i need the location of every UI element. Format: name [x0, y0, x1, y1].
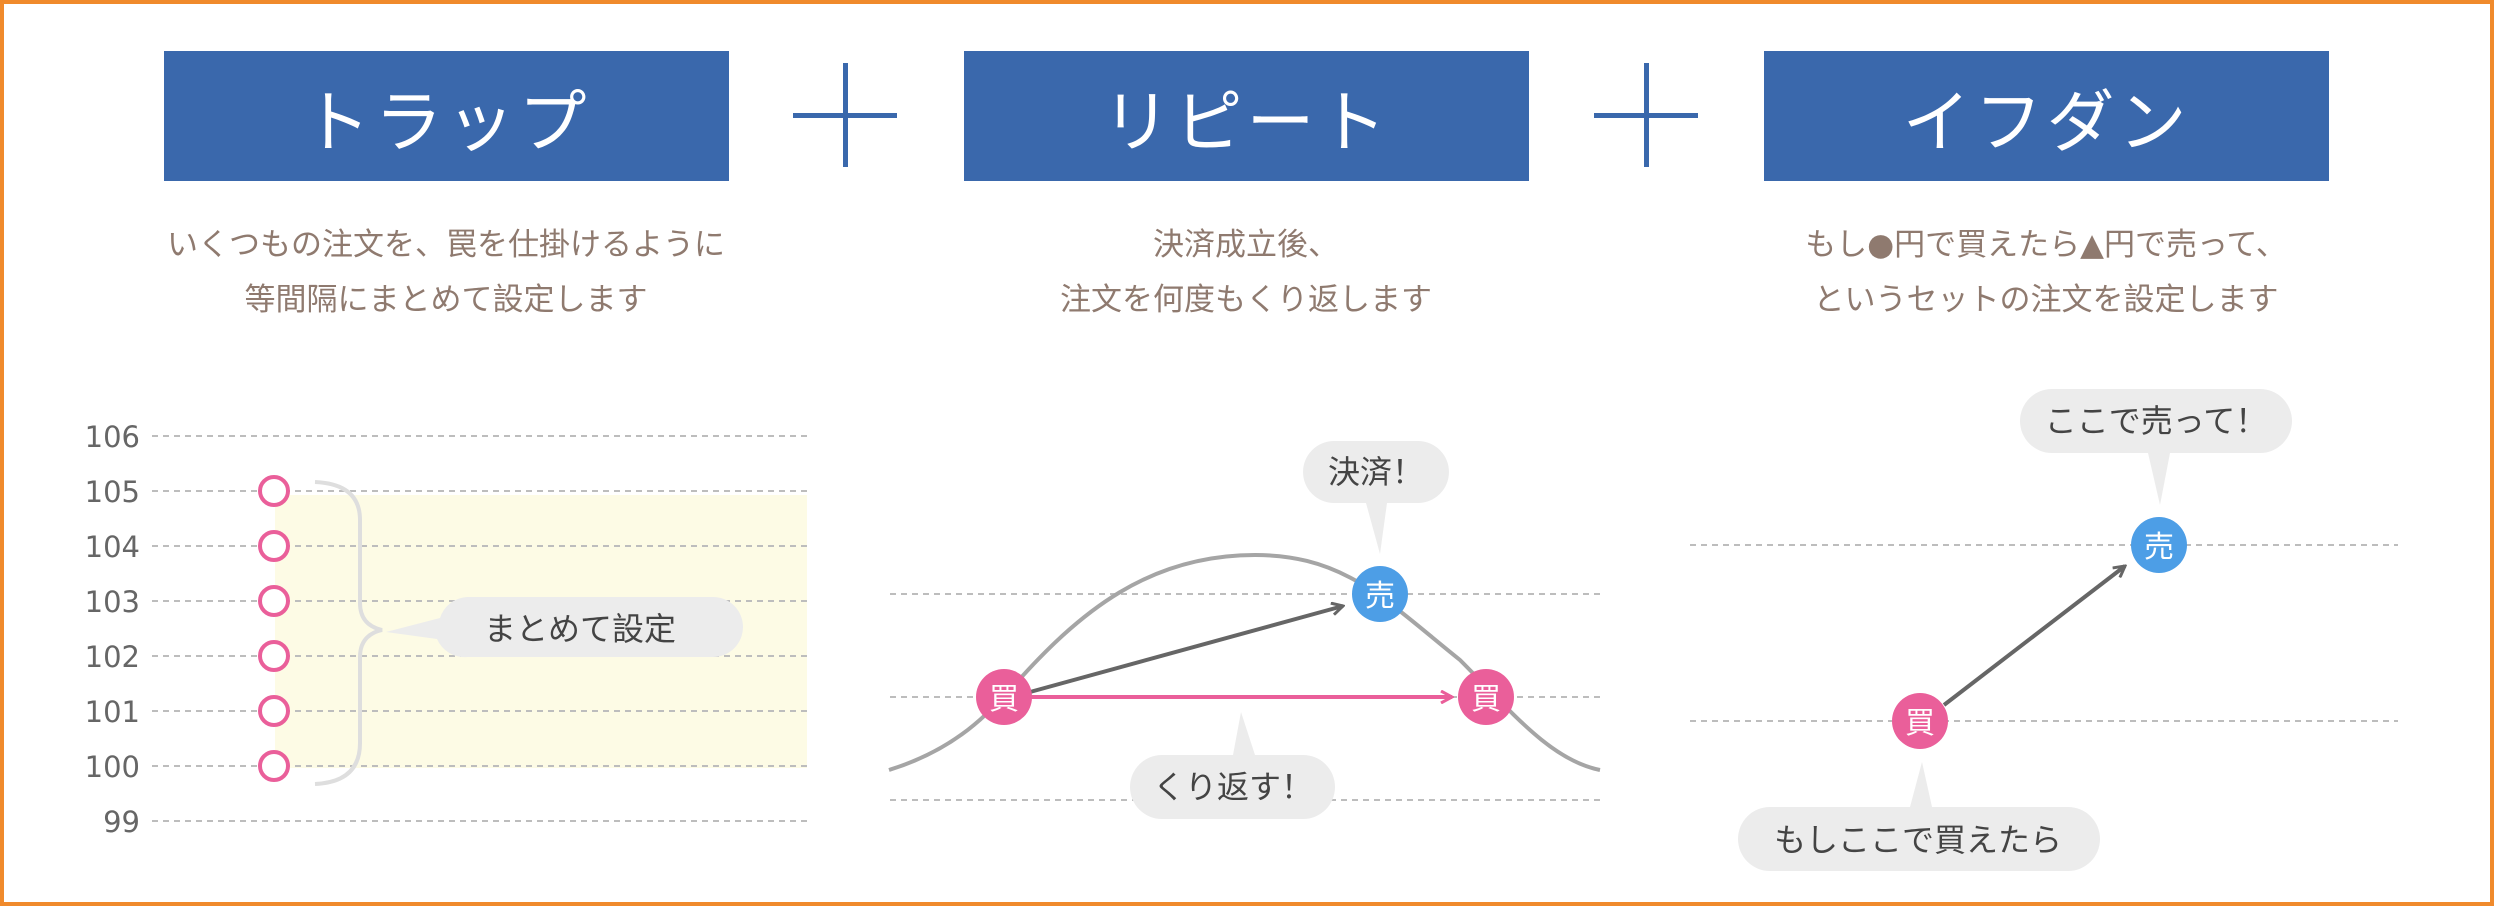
trap-price-label: 100	[85, 750, 140, 784]
trap-order-marker	[258, 695, 290, 727]
trap-description: いくつもの注文を、罠を仕掛けるように 等間隔にまとめて設定します	[96, 218, 796, 328]
ifdone-sell-marker	[2131, 517, 2187, 573]
settle-arrow	[1029, 606, 1343, 694]
repeat-buy-label: 買	[989, 682, 1019, 717]
trap-order-marker	[258, 475, 290, 507]
ifdone-sell-label: 売	[2144, 530, 2174, 565]
repeat-sell-label: 売	[1365, 579, 1395, 614]
trap-order-marker	[258, 530, 290, 562]
trap-price-label: 105	[85, 475, 140, 509]
trap-price-label: 103	[85, 585, 140, 619]
buy-bubble-text: もしここで買えたら	[1774, 821, 2062, 859]
trap-price-label: 99	[103, 805, 140, 839]
trap-bracket	[314, 480, 383, 786]
trap-order-marker	[258, 750, 290, 782]
settle-bubble	[1303, 441, 1449, 554]
ifdone-buy-marker	[1892, 693, 1948, 749]
ifdone-desc-line: もし●円で買えたら▲円で売って、	[1805, 227, 2287, 263]
trap-diagram: 106 105 104 103 102 101 100 99 まとめて設定	[85, 420, 807, 839]
repeat-title: リピート	[964, 51, 1529, 181]
trap-order-marker	[258, 585, 290, 617]
repeat-bubble-text: くり返す！	[1153, 768, 1313, 806]
trap-price-label: 101	[85, 695, 140, 729]
ifdone-diagram: 買 売 ここで売って！ もしここで買えたら	[1690, 389, 2398, 871]
repeat-desc-line: 決済成立後、	[1153, 227, 1339, 263]
ifdone-title: イフダン	[1764, 51, 2329, 181]
ifdone-description: もし●円で買えたら▲円で売って、 というセットの注文を設定します	[1696, 218, 2396, 328]
repeat-diagram: 買 売 買 決済！ くり返す！	[888, 441, 1601, 819]
ifdone-arrow	[1942, 566, 2125, 707]
trap-title: トラップ	[164, 51, 729, 181]
buy-bubble	[1738, 762, 2100, 871]
repeat-sell-marker	[1352, 566, 1408, 622]
trap-price-label: 102	[85, 640, 140, 674]
repeat-bubble	[1130, 712, 1335, 819]
plus-icon	[793, 63, 897, 167]
repeat-desc-line: 注文を何度もくり返します	[1060, 282, 1432, 318]
sell-bubble-text: ここで売って！	[2045, 402, 2267, 440]
ifdone-desc-line: というセットの注文を設定します	[1813, 282, 2279, 318]
trap-price-label: 106	[85, 420, 140, 454]
ifdone-buy-label: 買	[1905, 706, 1935, 741]
trap-desc-line: 等間隔にまとめて設定します	[244, 282, 648, 318]
repeat-buy-marker	[976, 669, 1032, 725]
trap-price-label: 104	[85, 530, 140, 564]
trap-order-marker	[258, 640, 290, 672]
sell-bubble	[2020, 389, 2292, 505]
repeat-rebuy-marker	[1458, 669, 1514, 725]
trap-bubble-text: まとめて設定	[484, 610, 676, 648]
plus-icon	[1594, 63, 1698, 167]
repeat-description: 決済成立後、 注文を何度もくり返します	[896, 218, 1596, 328]
repeat-rebuy-label: 買	[1471, 682, 1501, 717]
trap-bubble	[386, 597, 743, 658]
settle-bubble-text: 決済！	[1328, 453, 1424, 491]
trap-desc-line: いくつもの注文を、罠を仕掛けるように	[167, 227, 725, 263]
